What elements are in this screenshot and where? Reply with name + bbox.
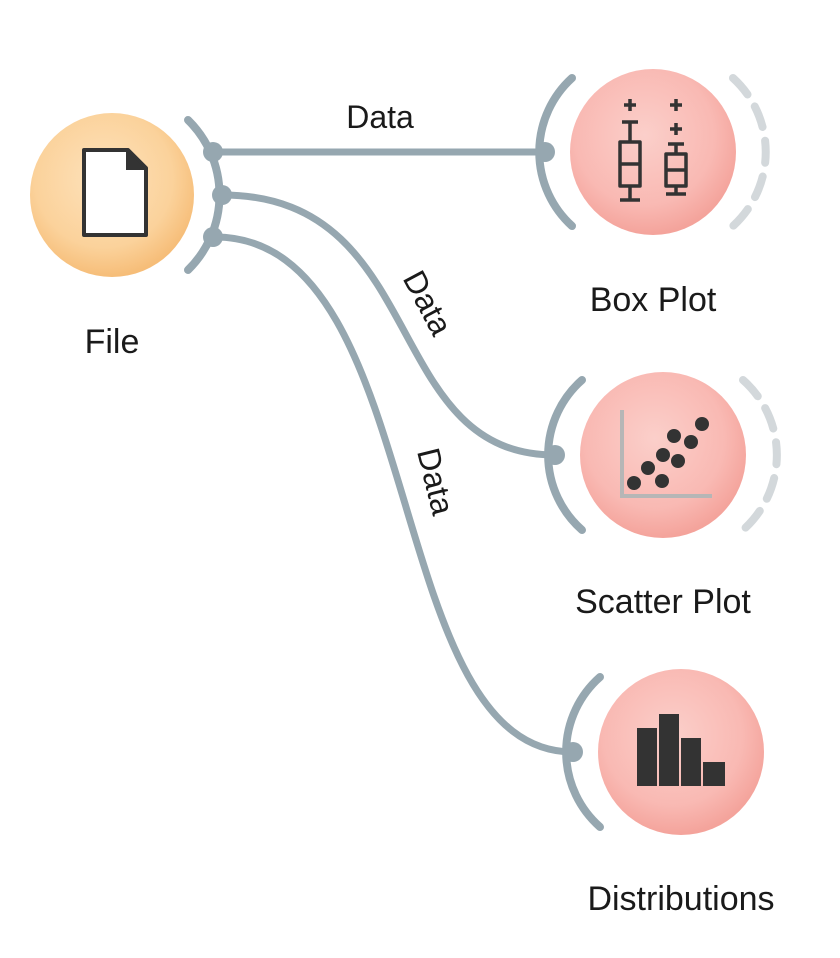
widget-box-plot[interactable]: Box Plot <box>535 69 770 319</box>
widget-label-file: File <box>85 323 140 361</box>
link-label-box-plot: Data <box>346 99 414 135</box>
widget-label-box-plot: Box Plot <box>590 281 717 319</box>
widget-file[interactable]: File <box>30 113 232 361</box>
box-plot-node-circle <box>570 69 736 235</box>
link-label-distributions: Data <box>410 444 461 518</box>
box-plot-output-anchor[interactable] <box>729 74 770 230</box>
file-output-dot[interactable] <box>212 185 232 205</box>
widget-scatter-plot[interactable]: Scatter Plot <box>544 372 781 621</box>
widget-label-scatter-plot: Scatter Plot <box>575 583 751 621</box>
widget-label-distributions: Distributions <box>587 880 774 918</box>
scatter-plot-input-dot[interactable] <box>545 445 565 465</box>
box-plot-icon <box>618 99 688 202</box>
distributions-input-dot[interactable] <box>563 742 583 762</box>
scatter-plot-output-anchor[interactable] <box>739 376 781 534</box>
link-file-scatter-plot[interactable] <box>218 191 559 459</box>
widget-distributions[interactable]: Distributions <box>562 669 775 918</box>
link-file-distributions[interactable] <box>211 233 577 756</box>
file-output-dot[interactable] <box>203 227 223 247</box>
histogram-icon <box>637 714 725 786</box>
file-icon <box>82 148 148 237</box>
scatter-plot-icon <box>620 410 712 498</box>
box-plot-input-dot[interactable] <box>535 142 555 162</box>
file-output-dot[interactable] <box>203 142 223 162</box>
